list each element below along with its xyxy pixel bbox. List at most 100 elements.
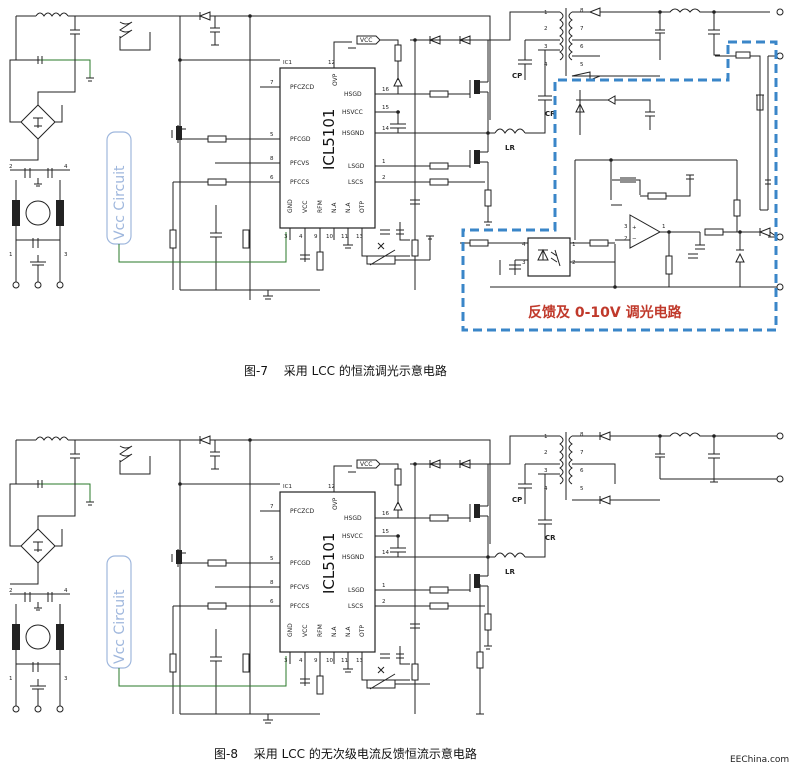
svg-text:1: 1 xyxy=(9,252,13,258)
svg-text:16: 16 xyxy=(382,87,389,93)
fig7-pin-ovp: OVP xyxy=(332,73,339,86)
svg-text:14: 14 xyxy=(382,126,389,132)
fig8-caption: 图-8 采用 LCC 的无次级电流反馈恒流示意电路 xyxy=(214,746,477,761)
svg-text:7: 7 xyxy=(580,26,584,32)
svg-text:9: 9 xyxy=(314,234,318,240)
fig7-caption: 图-7 采用 LCC 的恒流调光示意电路 xyxy=(244,363,447,378)
fig8-pfc-stage xyxy=(115,435,491,724)
svg-text:1: 1 xyxy=(662,224,666,230)
svg-text:4: 4 xyxy=(64,164,68,170)
svg-text:2: 2 xyxy=(624,236,628,242)
fig8-output-stage: 1 2 3 4 8 7 6 5 CP CR xyxy=(488,431,784,558)
svg-text:14: 14 xyxy=(382,550,389,556)
svg-text:12: 12 xyxy=(328,60,335,66)
fig8-ic-ref: IC1 xyxy=(283,484,292,490)
fig7-ic: IC1 ICL5101 PFCZCD 7 PFCGD 5 PFCVS 8 PFC… xyxy=(260,41,410,271)
svg-text:1: 1 xyxy=(382,159,386,165)
fig8-input-stage: 2 4 1 3 xyxy=(9,436,120,713)
fig8-pin-lsgd: LSGD xyxy=(348,587,365,594)
svg-text:5: 5 xyxy=(580,486,584,492)
fig7-feedback-circuit: + − 3 2 1 4 3 1 2 xyxy=(460,90,778,288)
fig7-pin-gnd: GND xyxy=(287,199,294,213)
fig7-vcc-source: VCC xyxy=(356,35,406,133)
svg-text:−: − xyxy=(632,236,637,242)
svg-text:2: 2 xyxy=(382,599,386,605)
fig7-pin-pfcgd: PFCGD xyxy=(290,136,311,143)
svg-text:4: 4 xyxy=(299,658,303,664)
fig8-half-bridge: LR xyxy=(366,459,526,715)
svg-text:1: 1 xyxy=(9,676,13,682)
figure-8: 2 4 1 3 Vcc Ci xyxy=(9,431,784,761)
svg-text:3: 3 xyxy=(64,676,68,682)
svg-text:12: 12 xyxy=(328,484,335,490)
figure-7: 2 4 1 3 xyxy=(9,7,784,378)
fig7-pin-vcc: VCC xyxy=(302,201,309,213)
fig7-pin-otp: OTP xyxy=(359,201,366,213)
svg-text:4: 4 xyxy=(64,588,68,594)
fig8-vcc-tag: VCC xyxy=(360,461,372,468)
fig8-pin-pfccs: PFCCS xyxy=(290,603,309,610)
fig7-pin-hsgd: HSGD xyxy=(344,91,362,98)
fig7-pin-lsgd: LSGD xyxy=(348,163,365,170)
fig7-pin-hsgnd: HSGND xyxy=(342,130,364,137)
fig8-pin-hsgnd: HSGND xyxy=(342,554,364,561)
svg-text:15: 15 xyxy=(382,105,389,111)
fig7-pin-na2: N.A xyxy=(345,202,352,213)
svg-text:3: 3 xyxy=(544,468,548,474)
fig7-cr-label: CR xyxy=(545,110,556,118)
fig7-pin-pfczcd: PFCZCD xyxy=(290,84,315,91)
svg-text:2: 2 xyxy=(9,588,13,594)
fig8-pin-pfcgd: PFCGD xyxy=(290,560,311,567)
svg-text:7: 7 xyxy=(580,450,584,456)
fig8-pin-na1: N.A xyxy=(331,626,338,637)
fig7-junctions xyxy=(178,10,742,289)
fig8-pin-pfczcd: PFCZCD xyxy=(290,508,315,515)
svg-text:1: 1 xyxy=(572,242,576,248)
svg-text:6: 6 xyxy=(270,175,274,181)
svg-text:1: 1 xyxy=(382,583,386,589)
svg-text:8: 8 xyxy=(580,8,584,14)
fig7-pin-lscs: LSCS xyxy=(348,179,363,186)
fig7-half-bridge: LR xyxy=(249,35,526,300)
fig8-pin-hsvcc: HSVCC xyxy=(342,533,363,540)
fig8-vcc-source: VCC xyxy=(356,459,406,557)
fig8-cr-label: CR xyxy=(545,534,556,542)
fig7-vcc-tag: VCC xyxy=(360,37,372,44)
svg-text:15: 15 xyxy=(382,529,389,535)
fig7-pin-pfcvs: PFCVS xyxy=(290,160,309,167)
svg-text:3: 3 xyxy=(544,44,548,50)
svg-text:5: 5 xyxy=(270,556,274,562)
fig7-pfc-stage xyxy=(115,11,491,300)
svg-text:2: 2 xyxy=(382,175,386,181)
fig8-cp-label: CP xyxy=(512,496,522,504)
svg-text:2: 2 xyxy=(9,164,13,170)
fig8-pin-vcc: VCC xyxy=(302,625,309,637)
fig7-feedback-outline xyxy=(461,40,778,332)
fig7-lr-label: LR xyxy=(505,144,515,152)
fig8-pin-pfcvs: PFCVS xyxy=(290,584,309,591)
svg-text:2: 2 xyxy=(572,260,576,266)
fig8-vcc-circuit-box: Vcc Circuit xyxy=(106,555,287,687)
svg-text:4: 4 xyxy=(544,486,548,492)
svg-text:3: 3 xyxy=(624,224,628,230)
fig8-lr-label: LR xyxy=(505,568,515,576)
fig7-vcc-circuit-label: Vcc Circuit xyxy=(112,165,128,240)
svg-text:7: 7 xyxy=(270,80,274,86)
svg-text:9: 9 xyxy=(314,658,318,664)
svg-text:1: 1 xyxy=(544,434,548,440)
svg-text:8: 8 xyxy=(270,580,274,586)
fig7-pin-pfccs: PFCCS xyxy=(290,179,309,186)
svg-text:5: 5 xyxy=(270,132,274,138)
fig7-pin-hsvcc: HSVCC xyxy=(342,109,363,116)
watermark: EEChina.com xyxy=(730,755,789,765)
fig8-pin-lscs: LSCS xyxy=(348,603,363,610)
svg-text:6: 6 xyxy=(580,468,584,474)
fig8-ic: IC1 ICL5101 PFCZCD 7 PFCGD 5 PFCVS 8 PFC… xyxy=(260,465,410,695)
svg-text:2: 2 xyxy=(544,450,548,456)
svg-text:11: 11 xyxy=(341,234,348,240)
svg-text:3: 3 xyxy=(522,260,526,266)
fig8-pin-rfm: RFM xyxy=(317,624,324,637)
fig8-junctions xyxy=(178,434,716,559)
svg-text:13: 13 xyxy=(356,234,363,240)
svg-text:3: 3 xyxy=(284,658,288,664)
